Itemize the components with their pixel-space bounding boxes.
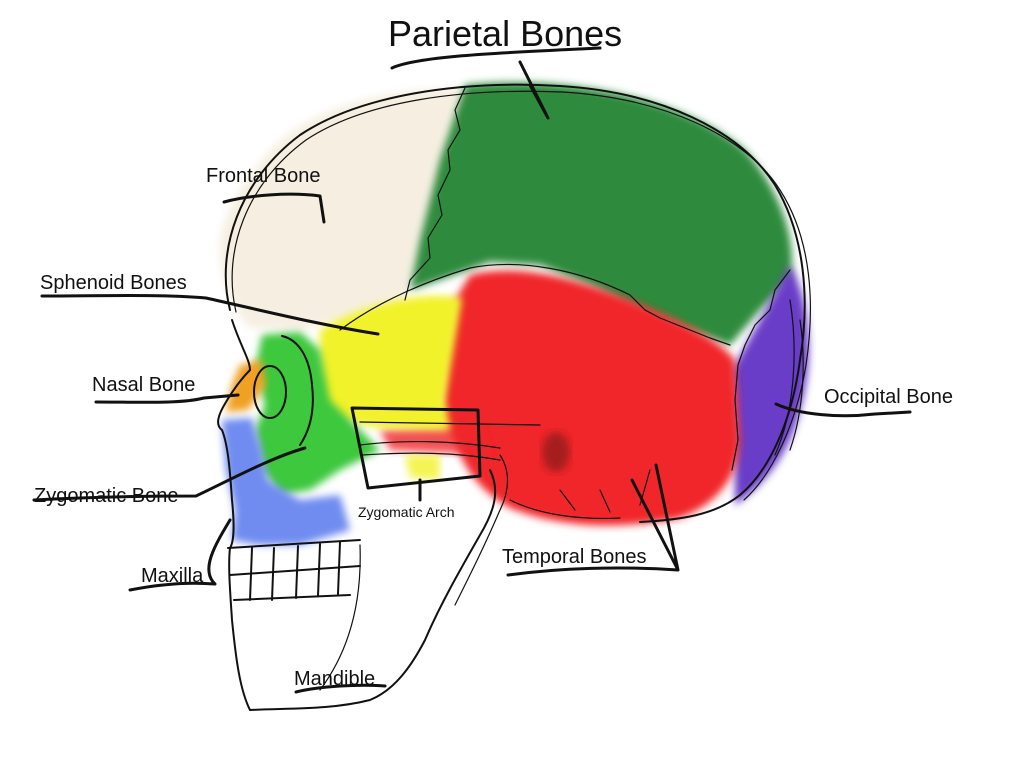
zygomatic-arch-outline xyxy=(350,406,482,490)
cranium-outline xyxy=(224,83,806,523)
temporal-arch-region xyxy=(380,425,490,455)
sphenoid-lower-region xyxy=(405,455,440,480)
label-zygomatic-arch: Zygomatic Arch xyxy=(358,504,455,520)
label-mandible: Mandible xyxy=(294,668,376,690)
frontal-bone-region xyxy=(219,88,465,330)
mandible-ramus xyxy=(319,454,509,691)
face-outline xyxy=(217,319,251,549)
occipital-leader xyxy=(774,402,912,418)
orbit-rim xyxy=(281,335,314,446)
temporal-bone-region xyxy=(440,270,740,526)
squamous-suture xyxy=(339,263,731,346)
label-temporal-bones: Temporal Bones xyxy=(502,546,647,568)
label-parietal-bones: Parietal Bones xyxy=(388,13,623,54)
nasal-leader xyxy=(94,393,240,404)
label-sphenoid-bones: Sphenoid Bones xyxy=(40,272,187,294)
teeth-dividers xyxy=(249,541,341,601)
temporal-lower-strokes xyxy=(509,469,651,519)
maxilla-region xyxy=(222,418,350,545)
parietal-leader xyxy=(390,46,602,120)
cranium-outline-2 xyxy=(231,90,811,501)
label-maxilla: Maxilla xyxy=(141,565,204,587)
parietal-bone-region xyxy=(410,82,792,346)
label-frontal-bone: Frontal Bone xyxy=(206,165,321,187)
mandible-outline xyxy=(228,469,497,711)
mandible-leader xyxy=(294,683,387,694)
nasal-bone-region xyxy=(226,360,266,412)
sphenoid-leader xyxy=(40,294,380,336)
occipital-bone-region xyxy=(732,265,809,505)
arch-top-line xyxy=(359,421,541,426)
zygomatic-leader xyxy=(32,446,307,502)
occipital-strokes xyxy=(774,299,804,456)
ear-opening xyxy=(542,432,570,472)
temporal-leader xyxy=(506,463,680,577)
maxilla-leader xyxy=(128,518,232,592)
frontal-leader xyxy=(222,192,326,224)
label-occipital-bone: Occipital Bone xyxy=(824,386,953,408)
label-nasal-bone: Nasal Bone xyxy=(92,374,196,396)
eye-orbit xyxy=(253,365,287,419)
label-zygomatic-bone: Zygomatic Bone xyxy=(34,485,179,507)
coronal-suture xyxy=(404,87,466,301)
lambdoid-suture xyxy=(731,269,791,471)
zygomatic-arch-inner xyxy=(359,440,501,461)
